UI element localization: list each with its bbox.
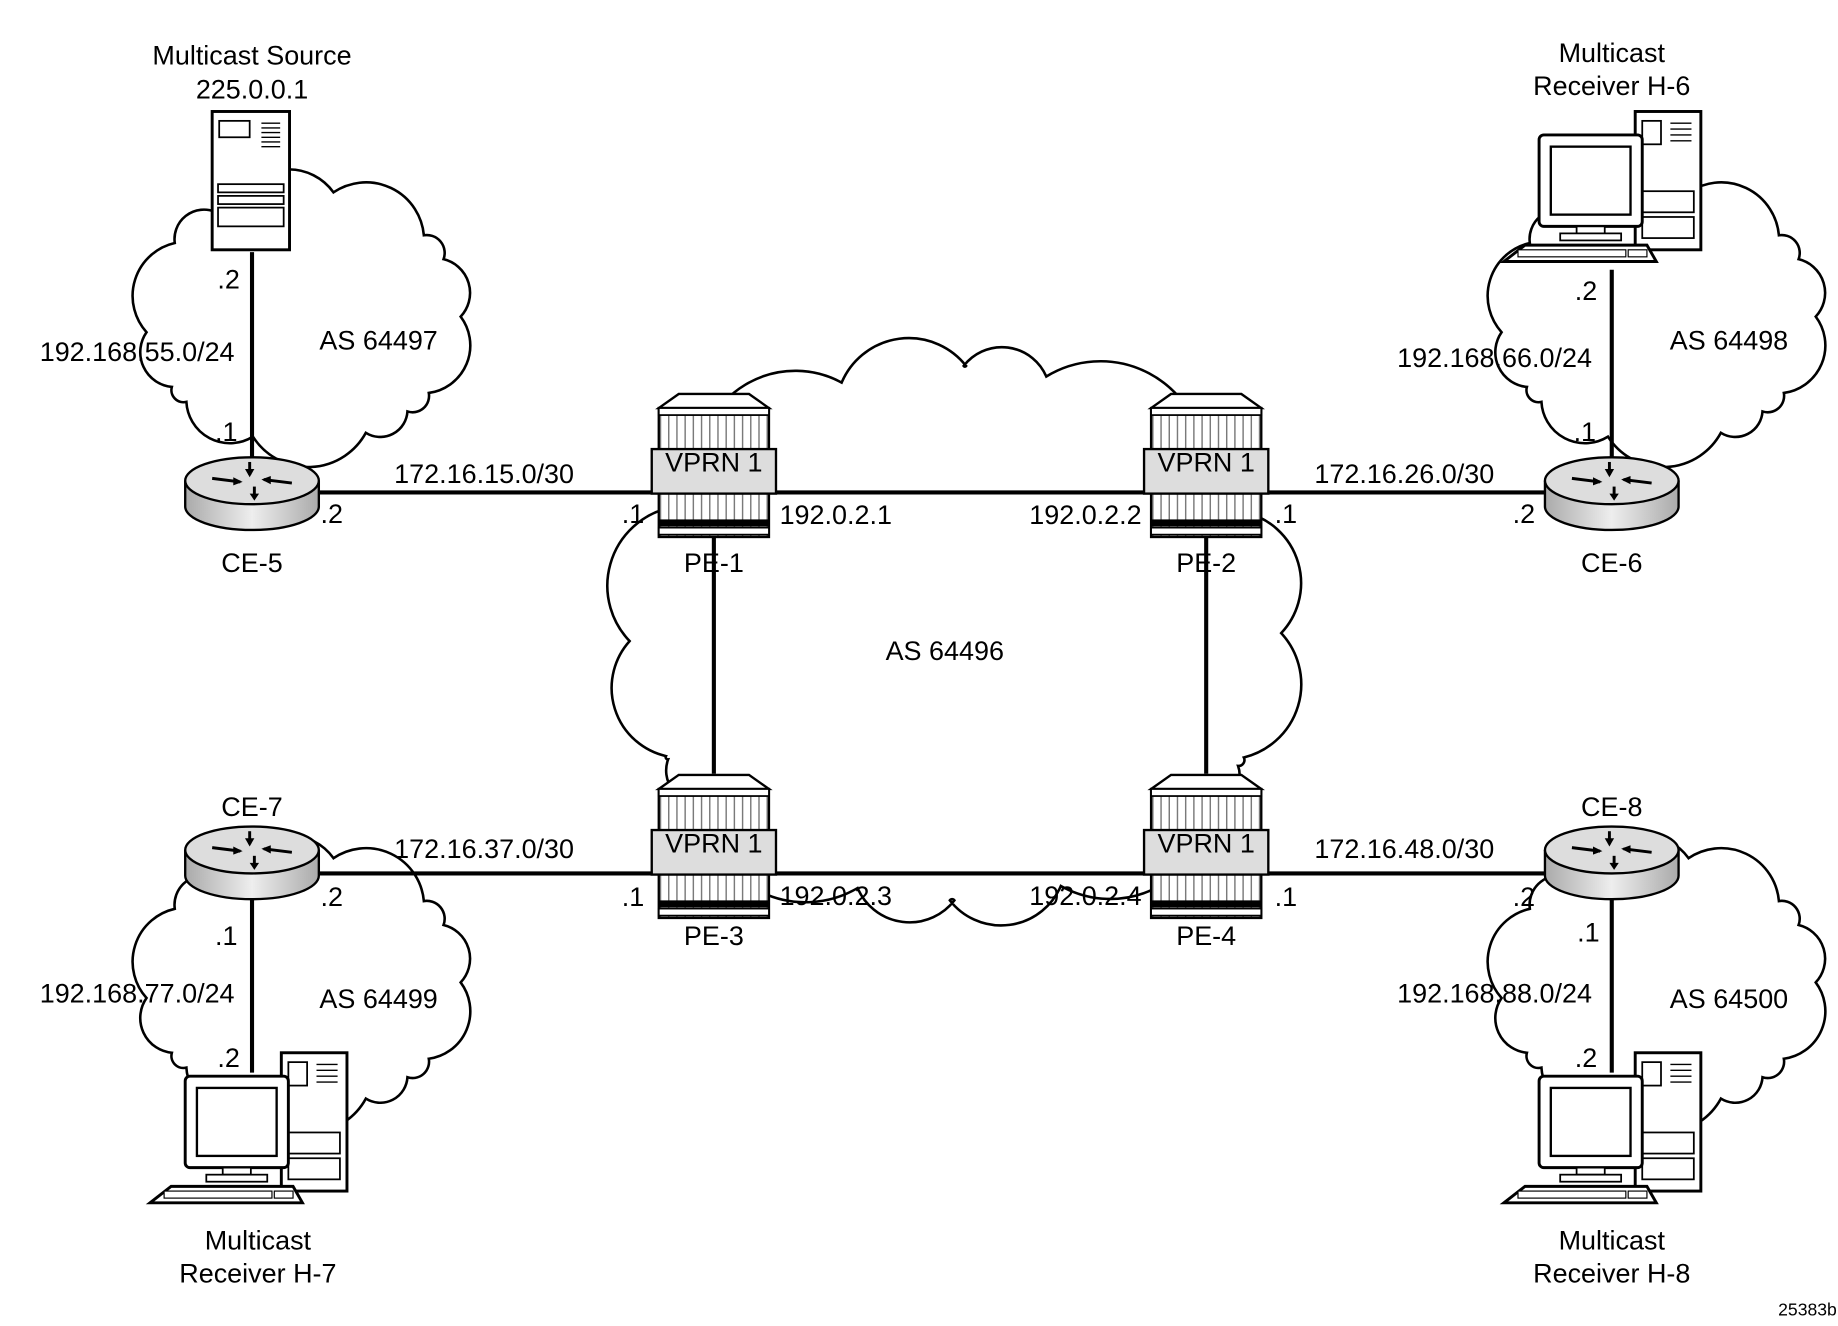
h7-label-1: Multicast — [205, 1226, 312, 1256]
vprn-label: VPRN 1 — [1158, 447, 1255, 477]
router-ce5-icon[interactable] — [183, 455, 321, 532]
pe2-node[interactable]: VPRN 1 — [1142, 392, 1270, 539]
h6-label-2: Receiver H-6 — [1533, 71, 1690, 101]
host-id: .2 — [217, 264, 239, 294]
as64496-label: AS 64496 — [886, 636, 1004, 666]
multicast-source-server[interactable] — [210, 110, 291, 252]
pe4-system-ip: 192.0.2.4 — [1029, 881, 1141, 911]
source-label: Multicast Source — [152, 41, 351, 71]
vprn-label: VPRN 1 — [665, 447, 762, 477]
labels: Multicast Source 225.0.0.1 Multicast Rec… — [40, 38, 1837, 1319]
router-ce8-icon[interactable] — [1543, 825, 1681, 901]
as64500-label: AS 64500 — [1670, 984, 1788, 1014]
pe2-system-ip: 192.0.2.2 — [1029, 500, 1141, 530]
cloud-as64497 — [131, 168, 472, 469]
pe1-node[interactable]: VPRN 1 — [650, 392, 778, 539]
subnet-66: 192.168.66.0/24 — [1397, 343, 1592, 373]
host-id: .2 — [1513, 499, 1535, 529]
link-subnet-48: 172.16.48.0/30 — [1314, 834, 1494, 864]
host-id: .2 — [320, 499, 342, 529]
host-id: .2 — [1575, 1043, 1597, 1073]
h7-label-2: Receiver H-7 — [179, 1259, 336, 1289]
subnet-55: 192.168.55.0/24 — [40, 337, 235, 367]
host-id: .1 — [215, 921, 237, 951]
router-ce7-icon[interactable] — [183, 825, 321, 901]
pe1-system-ip: 192.0.2.1 — [780, 500, 892, 530]
host-id: .2 — [217, 1043, 239, 1073]
pe3-label: PE-3 — [684, 921, 744, 951]
host-id: .1 — [215, 417, 237, 447]
host-id: .1 — [1275, 499, 1297, 529]
host-id: .2 — [320, 882, 342, 912]
pe2-label: PE-2 — [1176, 548, 1236, 578]
subnet-88: 192.168.88.0/24 — [1397, 978, 1592, 1008]
pe4-label: PE-4 — [1176, 921, 1236, 951]
host-id: .2 — [1513, 882, 1535, 912]
pe1-label: PE-1 — [684, 548, 744, 578]
ce6-label: CE-6 — [1581, 548, 1642, 578]
router-ce6-icon[interactable] — [1543, 455, 1681, 532]
pe4-node[interactable]: VPRN 1 — [1142, 773, 1270, 920]
cloud-as64500 — [1486, 833, 1827, 1135]
as64499-label: AS 64499 — [319, 984, 437, 1014]
h6-label-1: Multicast — [1559, 38, 1666, 68]
host-id: .1 — [622, 499, 644, 529]
host-id: .1 — [1577, 917, 1599, 947]
h8-label-2: Receiver H-8 — [1533, 1259, 1690, 1289]
host-id: .2 — [1575, 276, 1597, 306]
host-id: .1 — [1275, 882, 1297, 912]
pe3-system-ip: 192.0.2.3 — [780, 881, 892, 911]
links — [249, 252, 1614, 1073]
vprn-label: VPRN 1 — [1158, 828, 1255, 858]
host-id: .1 — [1574, 417, 1596, 447]
ce8-label: CE-8 — [1581, 792, 1642, 822]
host-id: .1 — [622, 882, 644, 912]
link-subnet-26: 172.16.26.0/30 — [1314, 459, 1494, 489]
as64497-label: AS 64497 — [319, 325, 437, 355]
vprn-label: VPRN 1 — [665, 828, 762, 858]
cloud-as64499 — [131, 833, 472, 1135]
ce7-label: CE-7 — [221, 792, 282, 822]
link-subnet-15: 172.16.15.0/30 — [394, 459, 574, 489]
source-group: 225.0.0.1 — [196, 75, 308, 105]
as64498-label: AS 64498 — [1670, 325, 1788, 355]
figure-id: 25383b — [1778, 1299, 1837, 1319]
h8-label-1: Multicast — [1559, 1226, 1666, 1256]
link-subnet-37: 172.16.37.0/30 — [394, 834, 574, 864]
receiver-h7-pc[interactable] — [148, 1051, 349, 1205]
core-cloud-interior — [685, 556, 1225, 804]
subnet-77: 192.168.77.0/24 — [40, 978, 235, 1008]
receiver-h8-pc[interactable] — [1502, 1051, 1703, 1205]
ce5-label: CE-5 — [221, 548, 282, 578]
pe3-node[interactable]: VPRN 1 — [650, 773, 778, 920]
